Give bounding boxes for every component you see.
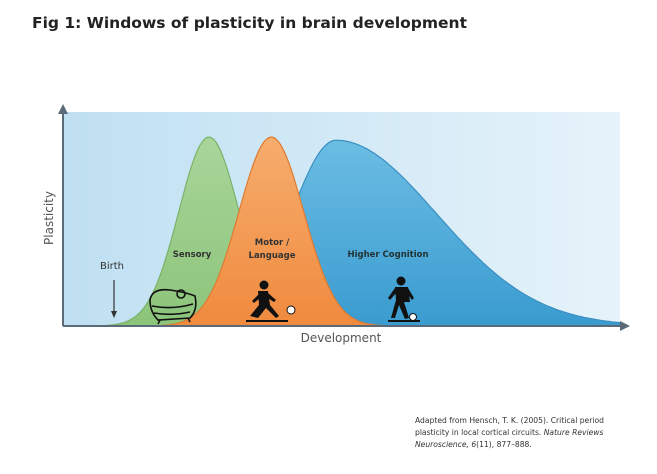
journal-name: Nature Reviews: [543, 428, 604, 437]
motor-label-line1: Motor /: [255, 238, 290, 248]
soccer-player-icon: [388, 276, 420, 322]
figure-title: Fig 1: Windows of plasticity in brain de…: [32, 14, 467, 32]
x-axis-label: Development: [301, 331, 382, 345]
running-child-icon: [246, 280, 296, 322]
citation-text: plasticity in local cortical circuits.: [415, 428, 544, 437]
citation: Adapted from Hensch, T. K. (2005). Criti…: [415, 415, 655, 451]
citation-pages: (11), 877–888.: [476, 440, 532, 449]
higher-cognition-label: Higher Cognition: [347, 250, 428, 260]
y-axis-arrow-icon: [58, 104, 68, 114]
cradle-icon: [149, 288, 197, 325]
citation-line-2: plasticity in local cortical circuits. N…: [415, 427, 655, 439]
journal-volume: Neuroscience, 6: [415, 440, 477, 449]
birth-label: Birth: [100, 261, 124, 272]
sensory-label: Sensory: [173, 250, 212, 260]
y-axis-label: Plasticity: [42, 191, 56, 245]
citation-line-3: Neuroscience, 6(11), 877–888.: [415, 439, 655, 451]
motor-label-line2: Language: [249, 251, 296, 261]
birth-arrowhead-icon: [111, 311, 117, 318]
x-axis-arrow-icon: [620, 321, 630, 331]
citation-line-1: Adapted from Hensch, T. K. (2005). Criti…: [415, 416, 604, 425]
